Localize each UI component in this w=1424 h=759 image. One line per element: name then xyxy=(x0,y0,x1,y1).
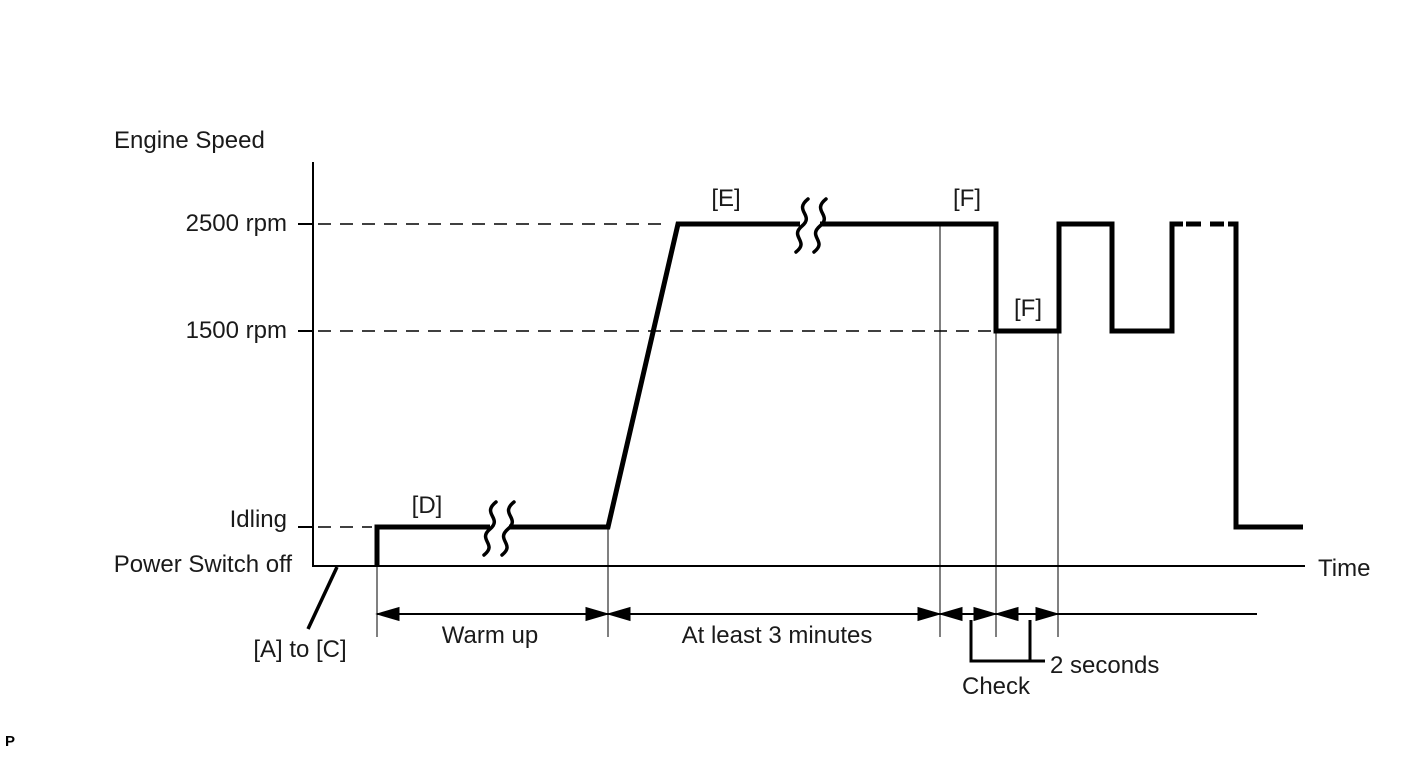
curve-start-idle xyxy=(374,524,490,566)
y-label-2500rpm: 2500 rpm xyxy=(185,210,287,237)
arrowhead-right-icon xyxy=(973,606,998,622)
break-icon xyxy=(794,197,810,254)
step-marker-d: [D] xyxy=(411,492,443,519)
curve-check-pulses xyxy=(820,221,1183,334)
arrowhead-left-icon xyxy=(375,606,400,622)
y-label-power-switch-off: Power Switch off xyxy=(113,551,292,578)
y-label-idling: Idling xyxy=(229,506,287,533)
arrowhead-right-icon xyxy=(1035,606,1060,622)
arrowhead-left-icon xyxy=(994,606,1019,622)
step-marker-a-to-c: [A] to [C] xyxy=(253,636,347,663)
step-marker-f-low: [F] xyxy=(1014,295,1042,322)
step-marker-e: [E] xyxy=(711,185,741,212)
annotation-2-seconds: 2 seconds xyxy=(1050,652,1160,679)
x-axis-title: Time xyxy=(1318,555,1371,582)
arrowhead-left-icon xyxy=(606,606,631,622)
check-bracket xyxy=(969,620,1045,663)
break-icon xyxy=(482,500,498,557)
arrowhead-right-icon xyxy=(585,606,610,622)
arrowhead-right-icon xyxy=(917,606,942,622)
y-label-1500rpm: 1500 rpm xyxy=(185,317,287,344)
arrowhead-left-icon xyxy=(938,606,963,622)
annotation-check: Check xyxy=(962,673,1031,700)
annotation-at-least-3-minutes: At least 3 minutes xyxy=(681,622,873,649)
step-marker-f-high: [F] xyxy=(953,185,981,212)
break-icon xyxy=(500,500,516,557)
pointer-line-a-to-c xyxy=(306,566,339,630)
annotation-warm-up: Warm up xyxy=(441,622,539,649)
curve-idle-ramp-2500 xyxy=(509,221,800,530)
break-icon xyxy=(812,197,828,254)
curve-end-idle xyxy=(1228,221,1303,530)
page-marker: P xyxy=(5,733,16,750)
y-axis-title: Engine Speed xyxy=(114,127,265,154)
